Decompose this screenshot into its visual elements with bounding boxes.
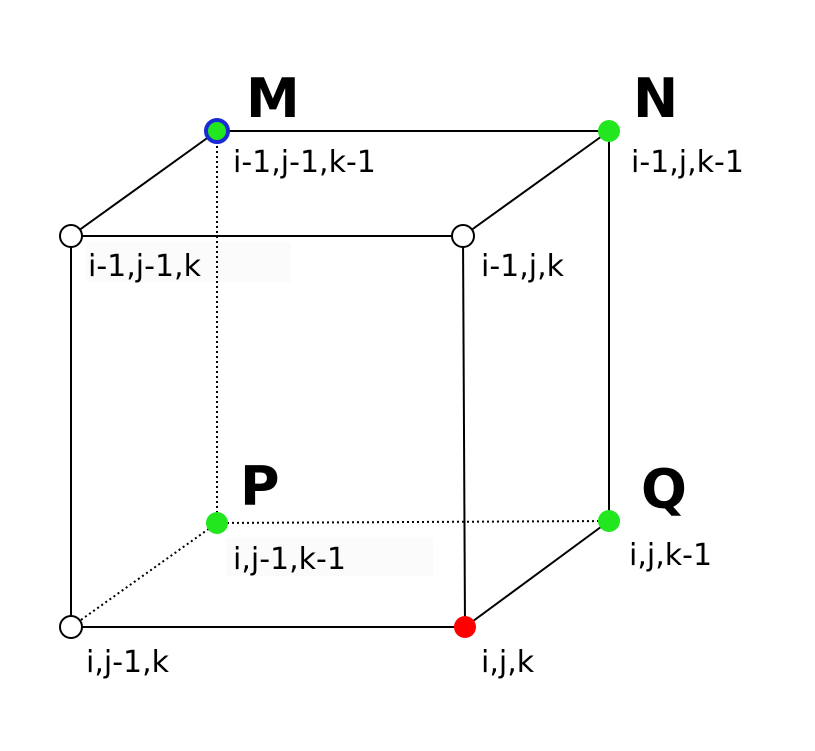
label-node-p: i,j-1,k-1 [233, 542, 346, 577]
edge-n-front-top-right [462, 130, 610, 237]
hidden-edge-p-front-bottom-left [70, 522, 218, 628]
node-front-top-left [59, 224, 83, 248]
letter-q: Q [641, 458, 687, 521]
letter-p: P [240, 455, 280, 518]
label-node-q: i,j,k-1 [629, 538, 712, 573]
label-background [226, 538, 433, 576]
edge-m-front-top-left [70, 130, 218, 237]
label-node-front-bottom-right: i,j,k [481, 645, 535, 680]
label-node-m: i-1,j-1,k-1 [233, 145, 376, 180]
letter-n: N [633, 67, 678, 130]
node-q [598, 510, 620, 532]
node-front-top-right [451, 224, 475, 248]
node-n [598, 120, 620, 142]
edge-front-right [462, 235, 466, 628]
node-p [206, 512, 228, 534]
label-node-front-bottom-left: i,j-1,k [86, 645, 170, 680]
node-front-bottom-left [59, 615, 83, 639]
edge-q-front-bottom-right [464, 520, 610, 628]
letter-m: M [246, 67, 300, 130]
label-background [86, 242, 291, 282]
label-node-front-top-right: i-1,j,k [481, 249, 565, 284]
label-node-front-top-left: i-1,j-1,k [88, 249, 202, 284]
hidden-edge-p-q [216, 520, 610, 524]
node-front-bottom-right [454, 616, 476, 638]
node-m [204, 118, 230, 144]
label-node-n: i-1,j,k-1 [631, 145, 744, 180]
